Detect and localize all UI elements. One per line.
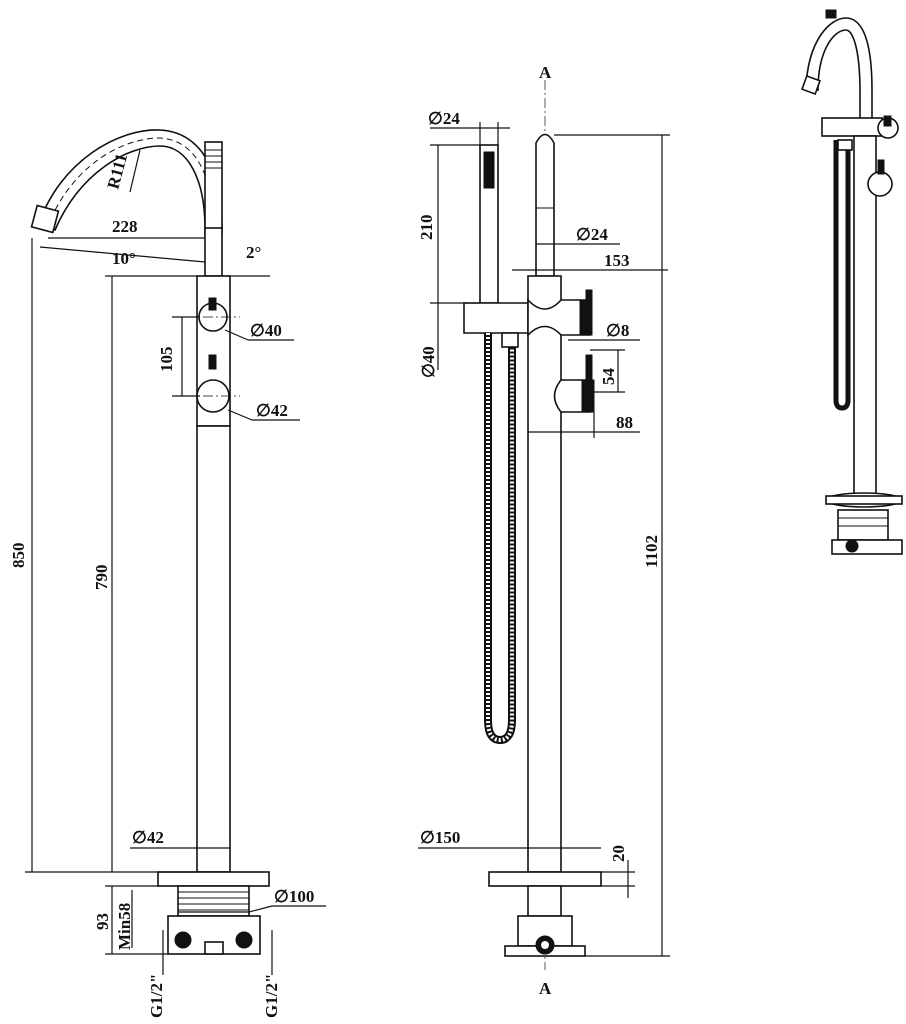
front-view: 228 10° 2° R111 850 790 105 ∅40 ∅42 ∅42 [9, 129, 326, 1018]
dim-1102: 1102 [642, 535, 661, 568]
svg-text:∅42: ∅42 [132, 828, 164, 847]
dim-min58: Min58 [115, 903, 134, 950]
diameter-symbol-1: ∅ [250, 321, 265, 340]
dim-88: 88 [616, 413, 633, 432]
dim-dia-24-shower: 24 [443, 109, 461, 128]
diameter-symbol-3: ∅ [132, 828, 147, 847]
dim-153: 153 [604, 251, 630, 270]
shower-holder [463, 302, 529, 334]
dim-228: 228 [112, 217, 138, 236]
front-column [204, 227, 223, 277]
side-view: A A ∅24 210 [417, 63, 670, 998]
diameter-symbol-2: ∅ [256, 401, 271, 420]
dim-20: 20 [609, 845, 628, 862]
dim-dia-150: 150 [435, 828, 461, 847]
section-a-top: A [539, 63, 552, 82]
dim-105: 105 [157, 347, 176, 373]
inlet-left-label: G1/2" [147, 974, 166, 1018]
svg-text:∅40: ∅40 [419, 346, 438, 378]
svg-text:∅42: ∅42 [256, 401, 288, 420]
section-a-bottom: A [539, 979, 552, 998]
dim-dia-100: 100 [289, 887, 315, 906]
front-lower-column [196, 425, 231, 873]
perspective-view [801, 9, 903, 555]
diameter-symbol-5: ∅ [428, 109, 443, 128]
front-box [177, 885, 250, 917]
dim-dia-42-column: 42 [147, 828, 164, 847]
dim-2-deg: 2° [246, 243, 261, 262]
dim-8: 8 [621, 321, 630, 340]
hose [484, 333, 516, 745]
dim-dia-42-handle: 42 [271, 401, 288, 420]
svg-text:∅150: ∅150 [420, 828, 460, 847]
dim-54: 54 [599, 368, 618, 386]
svg-text:∅8: ∅8 [606, 321, 629, 340]
dim-dia-24-column: 24 [591, 225, 609, 244]
dim-790: 790 [92, 565, 111, 591]
inlet-right-label: G1/2" [262, 974, 281, 1018]
front-base-plate [157, 871, 270, 887]
dim-10-deg: 10° [112, 249, 136, 268]
dim-dia-40-front: 40 [265, 321, 282, 340]
diameter-symbol-6: ∅ [576, 225, 591, 244]
side-column-top [535, 133, 555, 277]
diameter-symbol-9: ∅ [420, 828, 435, 847]
svg-text:∅24: ∅24 [576, 225, 608, 244]
side-column [527, 275, 562, 873]
diameter-symbol-7: ∅ [419, 363, 438, 378]
dim-850: 850 [9, 543, 28, 569]
spout-tip [30, 204, 60, 234]
svg-text:∅100: ∅100 [274, 887, 314, 906]
dim-210: 210 [417, 215, 436, 241]
diameter-symbol-4: ∅ [274, 887, 289, 906]
side-base-plate [488, 871, 602, 887]
diameter-symbol-8: ∅ [606, 321, 621, 340]
svg-text:∅24: ∅24 [428, 109, 460, 128]
svg-text:∅40: ∅40 [250, 321, 282, 340]
dim-dia-40-holder: 40 [419, 346, 438, 363]
dim-93: 93 [93, 913, 112, 930]
spout-arc [36, 129, 223, 231]
